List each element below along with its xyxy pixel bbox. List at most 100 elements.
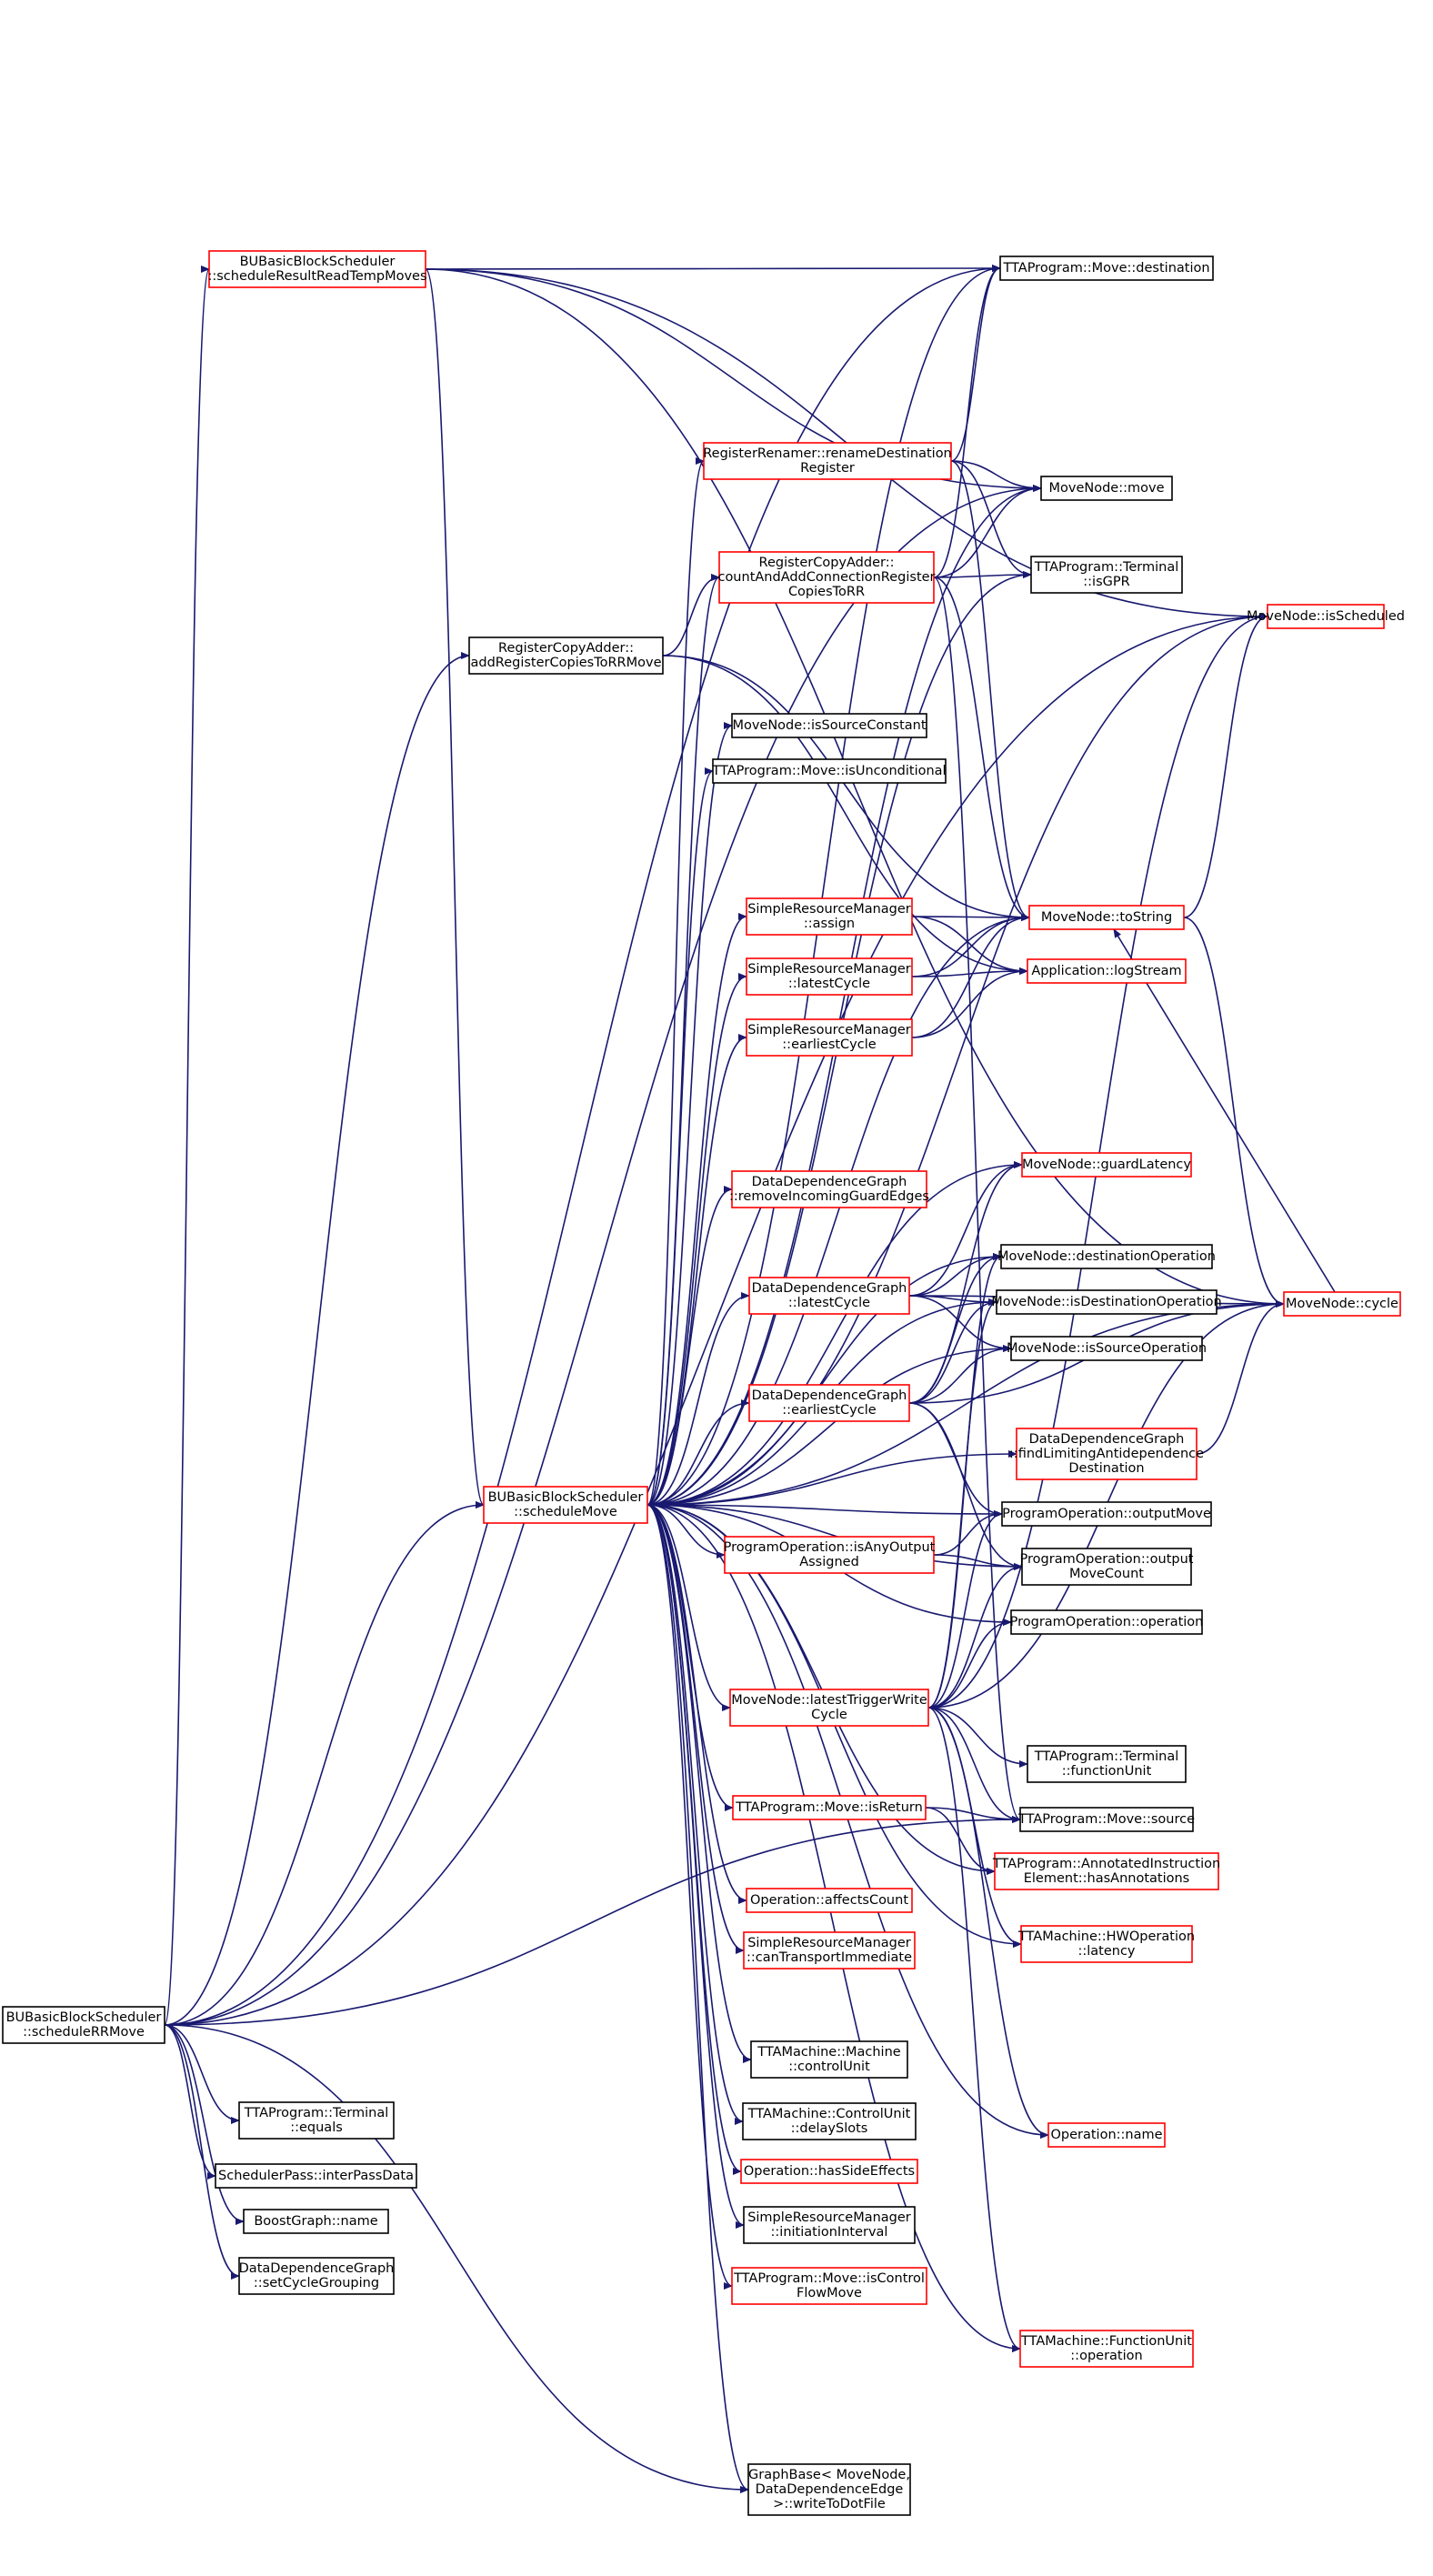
node-label-rename-dest-1: Register: [800, 461, 855, 476]
edge-schedule-move-to-guard-latency: [646, 1161, 1023, 1506]
node-dest-op[interactable]: MoveNode::destinationOperation: [997, 1244, 1216, 1269]
node-move-dest[interactable]: TTAProgram::Move::destination: [999, 256, 1214, 281]
edge-schedule-move-to-is-src-op: [646, 1345, 1012, 1506]
node-box-count-and-add: [718, 551, 935, 604]
node-box-remove-guard: [731, 1170, 927, 1208]
node-label-is-gpr-0: TTAProgram::Terminal: [1034, 560, 1178, 575]
node-init-interval[interactable]: SimpleResourceManager::initiationInterva…: [743, 2206, 916, 2244]
node-srm-latest[interactable]: SimpleResourceManager::latestCycle: [746, 957, 913, 996]
edge-schedule-move-to-mn-move: [646, 485, 1042, 1506]
node-root[interactable]: BUBasicBlockScheduler::scheduleRRMove: [2, 2006, 165, 2044]
node-log-stream[interactable]: Application::logStream: [1027, 958, 1187, 984]
node-box-init-interval: [743, 2206, 916, 2244]
node-srm-assign[interactable]: SimpleResourceManager::assign: [746, 897, 913, 936]
node-is-gpr[interactable]: TTAProgram::Terminal::isGPR: [1030, 556, 1183, 594]
node-label-srm-assign-1: ::assign: [804, 917, 855, 931]
node-is-src-op[interactable]: MoveNode::isSourceOperation: [1007, 1336, 1207, 1361]
edge-schedule-move-to-output-move: [646, 1504, 1003, 1518]
node-schedule-move[interactable]: BUBasicBlockScheduler::scheduleMove: [483, 1486, 648, 1524]
node-has-side-effects[interactable]: Operation::hasSideEffects: [740, 2159, 918, 2184]
node-has-annotations[interactable]: TTAProgram::AnnotatedInstructionElement:…: [992, 1852, 1220, 1890]
node-label-add-reg-copies-1: addRegisterCopiesToRRMove: [471, 656, 662, 670]
node-box-set-cycle-grouping: [238, 2257, 395, 2295]
edge-schedule-move-to-is-control-flow: [646, 1504, 733, 2290]
edge-schedule-move-to-delay-slots: [646, 1504, 744, 2125]
node-is-return[interactable]: TTAProgram::Move::isReturn: [732, 1795, 927, 1820]
node-label-can-transport-0: SimpleResourceManager: [747, 1936, 911, 1950]
node-write-to-dot[interactable]: GraphBase< MoveNode,DataDependenceEdge>:…: [747, 2463, 911, 2516]
node-box-fu-operation: [1019, 2330, 1194, 2368]
node-hw-latency[interactable]: TTAMachine::HWOperation::latency: [1017, 1925, 1195, 1963]
node-label-is-return-0: TTAProgram::Move::isReturn: [735, 1800, 923, 1815]
node-add-reg-copies[interactable]: RegisterCopyAdder::addRegisterCopiesToRR…: [468, 636, 664, 675]
node-bg-name[interactable]: BoostGraph::name: [243, 2209, 389, 2234]
node-box-move-dest: [999, 256, 1214, 281]
node-can-transport[interactable]: SimpleResourceManager::canTransportImmed…: [743, 1931, 916, 1970]
node-box-move-source: [1019, 1807, 1194, 1832]
node-label-control-unit-0: TTAMachine::Machine: [757, 2045, 900, 2060]
node-remove-guard[interactable]: DataDependenceGraph::removeIncomingGuard…: [729, 1170, 929, 1208]
node-affects-count[interactable]: Operation::affectsCount: [746, 1888, 913, 1913]
node-move-source[interactable]: TTAProgram::Move::source: [1017, 1807, 1195, 1832]
node-po-operation[interactable]: ProgramOperation::operation: [1010, 1609, 1204, 1635]
node-label-hw-latency-1: ::latency: [1077, 1944, 1135, 1959]
node-sched-result-read[interactable]: BUBasicBlockScheduler::scheduleResultRea…: [207, 250, 427, 288]
node-mn-move[interactable]: MoveNode::move: [1040, 476, 1173, 501]
node-delay-slots[interactable]: TTAMachine::ControlUnit::delaySlots: [742, 2102, 917, 2140]
node-label-count-and-add-1: countAndAddConnectionRegister: [717, 570, 935, 585]
node-control-unit[interactable]: TTAMachine::Machine::controlUnit: [750, 2040, 908, 2079]
node-box-is-unconditional: [712, 758, 947, 784]
node-label-is-source-constant-0: MoveNode::isSourceConstant: [732, 718, 926, 733]
edge-rename-dest-to-mn-move: [950, 460, 1042, 492]
edge-add-reg-copies-to-to-string: [662, 655, 1030, 921]
node-is-dest-op[interactable]: MoveNode::isDestinationOperation: [991, 1289, 1222, 1315]
node-label-count-and-add-2: CopiesToRR: [788, 585, 865, 599]
node-term-equals[interactable]: TTAProgram::Terminal::equals: [238, 2101, 395, 2140]
node-set-cycle-grouping[interactable]: DataDependenceGraph::setCycleGrouping: [238, 2257, 395, 2295]
node-count-and-add[interactable]: RegisterCopyAdder::countAndAddConnection…: [717, 551, 936, 604]
edge-add-reg-copies-to-count-and-add: [662, 574, 720, 657]
edge-to-string-to-cycle: [1183, 917, 1285, 1308]
node-label-has-annotations-0: TTAProgram::AnnotatedInstruction: [992, 1857, 1220, 1871]
node-ddg-earliest[interactable]: DataDependenceGraph::earliestCycle: [748, 1384, 910, 1422]
edge-schedule-move-to-control-unit: [646, 1504, 752, 2063]
node-term-fu[interactable]: TTAProgram::Terminal::functionUnit: [1027, 1745, 1187, 1783]
node-to-string[interactable]: MoveNode::toString: [1028, 905, 1185, 930]
node-cycle[interactable]: MoveNode::cycle: [1283, 1291, 1401, 1317]
node-label-log-stream-0: Application::logStream: [1031, 964, 1181, 978]
node-label-dest-op-0: MoveNode::destinationOperation: [997, 1249, 1216, 1264]
edge-schedule-move-to-rename-dest: [646, 457, 705, 1506]
node-label-init-interval-0: SimpleResourceManager: [747, 2210, 911, 2225]
node-is-source-constant[interactable]: MoveNode::isSourceConstant: [731, 713, 927, 738]
node-label-has-annotations-1: Element::hasAnnotations: [1024, 1871, 1190, 1886]
node-label-output-move-0: ProgramOperation::outputMove: [1002, 1507, 1211, 1521]
node-box-srm-assign: [746, 897, 913, 936]
edge-count-and-add-to-mn-move: [933, 485, 1042, 578]
node-label-root-0: BUBasicBlockScheduler: [6, 2010, 162, 2025]
node-find-limiting[interactable]: DataDependenceGraph::findLimitingAntidep…: [1009, 1428, 1204, 1480]
edge-srm-earliest-to-to-string: [911, 914, 1030, 1038]
node-box-hw-latency: [1020, 1925, 1193, 1963]
node-fu-operation[interactable]: TTAMachine::FunctionUnit::operation: [1019, 2330, 1194, 2368]
node-srm-earliest[interactable]: SimpleResourceManager::earliestCycle: [746, 1018, 913, 1057]
node-box-bg-name: [243, 2209, 389, 2234]
node-guard-latency[interactable]: MoveNode::guardLatency: [1021, 1152, 1192, 1178]
node-is-scheduled[interactable]: MoveNode::isScheduled: [1247, 604, 1405, 629]
node-box-delay-slots: [742, 2102, 917, 2140]
edge-latest-trigger-to-op-name: [927, 1707, 1049, 2139]
node-label-output-move-count-1: MoveCount: [1069, 1567, 1144, 1581]
node-is-unconditional[interactable]: TTAProgram::Move::isUnconditional: [711, 758, 947, 784]
edge-schedule-move-to-is-unconditional: [646, 767, 714, 1506]
node-box-guard-latency: [1021, 1152, 1192, 1178]
node-box-is-dest-op: [996, 1289, 1218, 1315]
node-op-name[interactable]: Operation::name: [1047, 2122, 1166, 2148]
node-output-move[interactable]: ProgramOperation::outputMove: [1001, 1501, 1212, 1527]
node-rename-dest[interactable]: RegisterRenamer::renameDestinationRegist…: [703, 442, 952, 480]
node-inter-pass[interactable]: SchedulerPass::interPassData: [215, 2163, 417, 2189]
node-ddg-latest[interactable]: DataDependenceGraph::latestCycle: [748, 1277, 910, 1315]
